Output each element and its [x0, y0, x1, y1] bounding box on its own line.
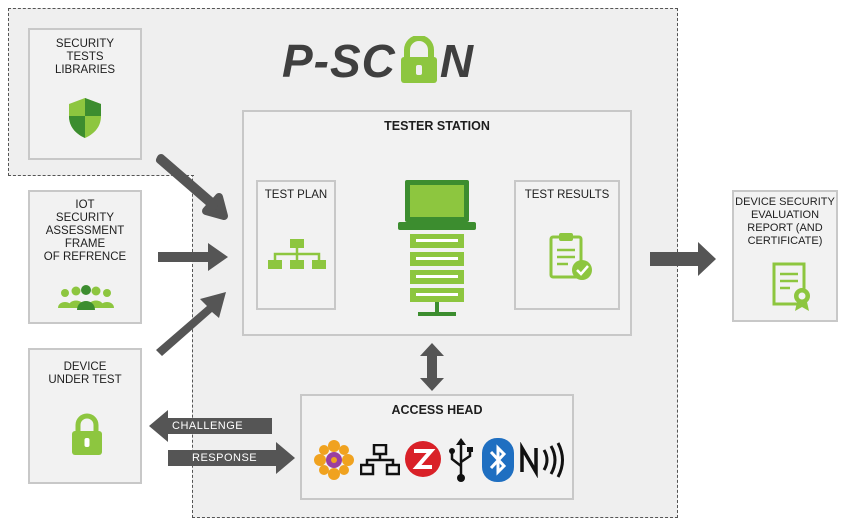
libraries-line2: TESTS — [66, 51, 104, 63]
device-security-report-box: DEVICE SECURITY EVALUATION REPORT (AND C… — [732, 190, 838, 322]
nfc-icon — [520, 441, 566, 483]
bluetooth-icon — [482, 438, 514, 487]
response-arrow — [168, 442, 295, 474]
arrow-iot-to-tester — [158, 243, 228, 271]
usb-icon — [448, 438, 474, 487]
logo-lock-icon — [399, 35, 439, 95]
dut-line1: DEVICE — [63, 361, 107, 373]
arrow-tester-access-head — [420, 343, 444, 391]
logo-text-right: N — [439, 35, 475, 87]
logo-text-left: P-SC — [282, 35, 396, 87]
test-results-label: TEST RESULTS — [524, 189, 610, 201]
iot-line1: IoT — [75, 199, 95, 211]
iot-line4: FRAME — [64, 238, 106, 250]
certificate-icon — [772, 262, 816, 317]
padlock-icon — [70, 412, 104, 461]
tester-station-title: TESTER STATION — [384, 119, 490, 133]
report-line4: CERTIFICATE) — [747, 235, 823, 247]
test-plan-label: TEST PLAN — [264, 189, 328, 201]
report-line1: DEVICE SECURITY — [735, 196, 835, 208]
ethernet-network-icon — [359, 443, 401, 481]
arrow-dut-to-tester — [156, 292, 226, 356]
clipboard-check-icon — [548, 232, 594, 287]
access-head-box: ACCESS HEAD — [300, 394, 574, 500]
iot-frame-box: IoT SECURITY ASSESSMENT FRAME OF REFRENC… — [28, 190, 142, 324]
libraries-line3: LIBRARIES — [54, 64, 116, 76]
test-plan-box: TEST PLAN — [256, 180, 336, 310]
shield-icon — [66, 96, 104, 145]
iot-line3: ASSESSMENT — [45, 225, 125, 237]
arrow-libraries-to-tester — [156, 154, 228, 220]
iot-line2: SECURITY — [55, 212, 115, 224]
z-wave-icon — [404, 440, 442, 483]
security-tests-libraries-box: SECURITY TESTS LIBRARIES — [28, 28, 142, 160]
report-line3: REPORT (AND — [747, 222, 823, 234]
server-computer-icon — [394, 180, 480, 325]
report-line2: EVALUATION — [750, 209, 820, 221]
challenge-label: CHALLENGE — [172, 420, 244, 432]
challenge-arrow — [149, 410, 272, 442]
response-label: RESPONSE — [192, 452, 258, 464]
libraries-line1: SECURITY — [55, 38, 115, 50]
zigbee-flower-icon — [314, 440, 354, 485]
iot-line5: OF REFRENCE — [43, 251, 127, 263]
hierarchy-icon — [266, 238, 328, 275]
arrow-tester-to-report — [650, 242, 716, 276]
access-head-title: ACCESS HEAD — [391, 403, 483, 417]
device-under-test-box: DEVICE UNDER TEST — [28, 348, 142, 484]
people-group-icon — [56, 284, 116, 317]
pscan-logo: P-SC N — [282, 34, 522, 88]
test-results-box: TEST RESULTS — [514, 180, 620, 310]
dut-line2: UNDER TEST — [48, 374, 122, 386]
